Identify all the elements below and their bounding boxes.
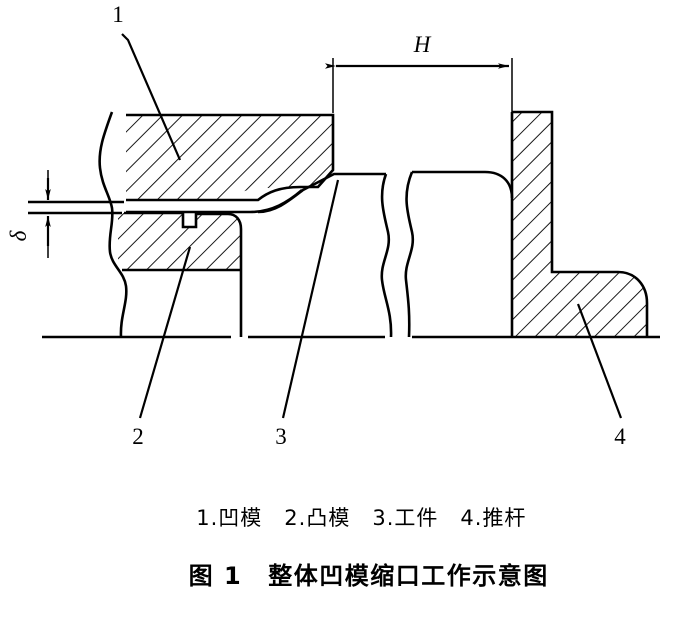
workpiece-part (257, 170, 514, 338)
punch-outline-top (124, 211, 243, 270)
workpiece-neck-upper (257, 172, 386, 214)
callout-4: 4 (576, 303, 626, 449)
callout-4-label: 4 (614, 424, 626, 449)
caption-title: 整体凹模缩口工作示意图 (268, 562, 549, 590)
figure-caption: 图 1 整体凹模缩口工作示意图 (0, 528, 692, 619)
delta-dimension-label: δ (6, 230, 31, 241)
legend-item-1-name: 凹模 (218, 506, 263, 530)
legend-item-4-name: 推杆 (482, 506, 527, 530)
callout-1: 1 (112, 2, 182, 161)
callout-4-leader (576, 303, 623, 419)
workpiece-break-line-right (404, 171, 415, 338)
die-outline-bottom (126, 185, 301, 202)
legend-item-3-index: 3. (372, 506, 395, 530)
callout-2: 2 (132, 246, 192, 449)
die-outline-top (126, 113, 335, 189)
workpiece-top-right (412, 170, 514, 199)
callout-1-leader (121, 33, 182, 161)
callout-3-label: 3 (275, 424, 287, 449)
pusher-outline (512, 110, 649, 337)
legend-item-2-name: 凸模 (306, 506, 351, 530)
h-dimension: H (325, 32, 513, 113)
h-dimension-label: H (413, 32, 432, 57)
delta-dimension: δ (6, 170, 124, 258)
callout-3: 3 (275, 179, 340, 449)
callout-3-leader (281, 179, 340, 419)
workpiece-break-line-left (380, 173, 393, 338)
figure-root: δ H 1 2 3 4 1.凹模 2.凸模 3.工件 4.推杆 (0, 2, 692, 590)
technical-drawing: δ H 1 2 3 4 (6, 2, 660, 449)
callout-2-leader (138, 246, 192, 419)
figure-legend: 1.凹模 2.凸模 3.工件 4.推杆 (0, 478, 692, 556)
die-hatching (126, 115, 333, 200)
caption-number: 图 1 (188, 562, 243, 590)
legend-item-4-index: 4. (460, 506, 483, 530)
die-part (126, 113, 335, 202)
legend-item-1-index: 1. (196, 506, 219, 530)
legend-item-3-name: 工件 (394, 506, 439, 530)
punch-part (118, 211, 243, 337)
left-break-line (98, 111, 128, 338)
callout-1-label: 1 (112, 2, 124, 27)
callout-2-label: 2 (132, 424, 144, 449)
punch-hatching (118, 213, 240, 270)
legend-item-2-index: 2. (284, 506, 307, 530)
